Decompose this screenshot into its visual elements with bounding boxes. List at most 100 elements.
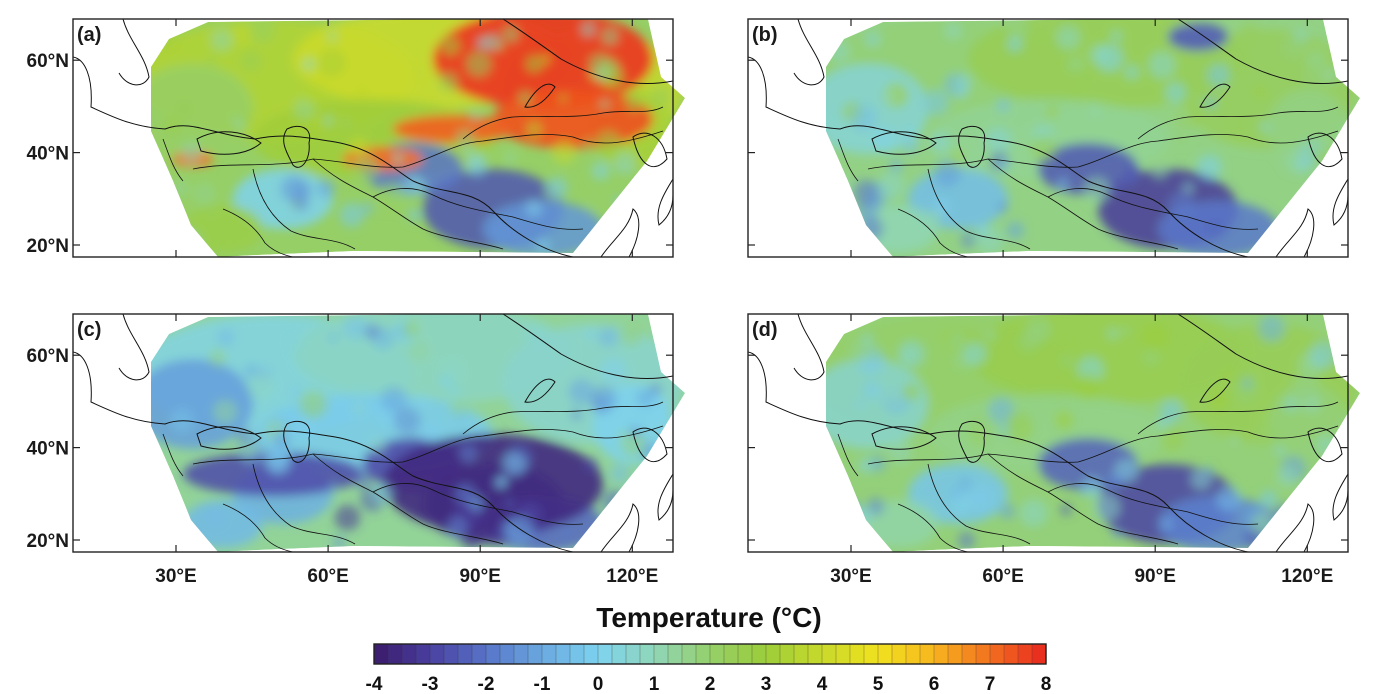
field-speckle (318, 49, 346, 77)
field-patches (151, 19, 683, 257)
field-speckle (902, 383, 920, 401)
colorbar-tick-label: 7 (985, 674, 996, 694)
lon-tick-label: 60°E (307, 566, 348, 587)
field-speckle (1059, 503, 1073, 516)
lat-tick-label: 40°N (27, 144, 69, 165)
colorbar-cell (905, 643, 921, 665)
field-speckle (1168, 192, 1194, 218)
coastline (600, 503, 640, 552)
coastline (1307, 132, 1343, 168)
country-border (252, 463, 356, 545)
field-speckle (440, 36, 461, 56)
colorbar-cell (373, 643, 389, 665)
field-speckle (1007, 37, 1023, 53)
coastline (502, 314, 673, 379)
field-speckle (159, 30, 179, 51)
coastline (1177, 314, 1348, 379)
field-speckle (172, 180, 189, 197)
field-speckle (591, 161, 610, 181)
country-border (192, 130, 664, 170)
field-speckle (361, 202, 374, 215)
field-speckle (1220, 367, 1235, 382)
field-speckle (873, 398, 882, 407)
colorbar-cell (583, 643, 599, 665)
country-border (867, 130, 1339, 170)
field-speckle (177, 230, 203, 255)
colorbar-title: Temperature (°C) (596, 602, 821, 633)
field-speckle (1259, 490, 1278, 508)
field-speckle (206, 208, 216, 217)
coastline (1332, 178, 1348, 226)
field-speckle (944, 21, 963, 40)
field-speckle (447, 385, 462, 400)
lat-tick-label: 60°N (27, 51, 69, 72)
lon-tick-label: 60°E (982, 566, 1023, 587)
colorbar-cell (597, 643, 613, 665)
field-speckle (1030, 135, 1057, 162)
field-speckle (860, 217, 884, 241)
colorbar-tick-label: 4 (817, 674, 828, 694)
panel-ticks (748, 314, 1348, 552)
colorbar-cell (989, 643, 1005, 665)
field-speckle (1274, 446, 1285, 456)
colorbar-cell (709, 643, 725, 665)
field-speckle (599, 98, 610, 110)
field-patches (826, 19, 1358, 257)
colorbar-cell (779, 643, 795, 665)
colorbar-cell (947, 643, 963, 665)
field-speckle (502, 25, 520, 43)
field-speckle (1006, 221, 1025, 240)
field-speckle (517, 90, 533, 106)
field-speckle (1092, 493, 1120, 522)
field-speckle (247, 371, 275, 400)
field-speckle (468, 495, 485, 512)
country-border (372, 483, 584, 525)
coastline (871, 426, 937, 450)
field-speckle (1006, 19, 1029, 42)
field-speckle (595, 130, 622, 158)
country-border (927, 168, 1031, 250)
country-border (837, 433, 859, 477)
field-speckle (326, 30, 339, 43)
colorbar-cell (1003, 643, 1019, 665)
cold-patch (1168, 23, 1228, 51)
field-speckle (241, 444, 255, 458)
colorbar-tick-label: 1 (649, 674, 660, 694)
field-speckle (1207, 220, 1225, 238)
coastline (748, 56, 1249, 257)
field-speckle (316, 179, 335, 198)
coastline (1199, 83, 1231, 108)
field-speckle (1046, 105, 1059, 118)
coastline (1275, 503, 1315, 552)
field-speckle (898, 341, 925, 368)
field-speckle (1054, 410, 1074, 431)
country-border (462, 106, 664, 140)
field-speckle (923, 90, 949, 116)
field-speckle (449, 399, 467, 417)
field-speckle (619, 322, 643, 346)
colorbar-cell (485, 643, 501, 665)
field-speckle (1241, 378, 1253, 389)
field-speckle (446, 516, 468, 538)
field-speckle (588, 53, 610, 75)
field-speckle (249, 19, 276, 43)
field-speckle (1121, 326, 1131, 336)
coastline (1275, 208, 1315, 257)
field-speckle (265, 448, 292, 475)
field-speckle (585, 328, 597, 340)
coastline (118, 19, 150, 86)
field-speckle (649, 233, 659, 243)
coastline (196, 131, 262, 155)
country-border (462, 401, 664, 435)
field-speckle (1124, 163, 1142, 181)
colorbar-cell (891, 643, 907, 665)
lon-tick-label: 30°E (155, 566, 196, 587)
country-border (897, 208, 969, 257)
coastline (793, 19, 825, 86)
colorbar-tick-label: -4 (366, 674, 383, 694)
field-speckle (244, 363, 258, 378)
country-border (987, 158, 1179, 250)
field-speckle (1159, 400, 1182, 423)
colorbar-cell (751, 643, 767, 665)
field-speckle (540, 54, 551, 65)
